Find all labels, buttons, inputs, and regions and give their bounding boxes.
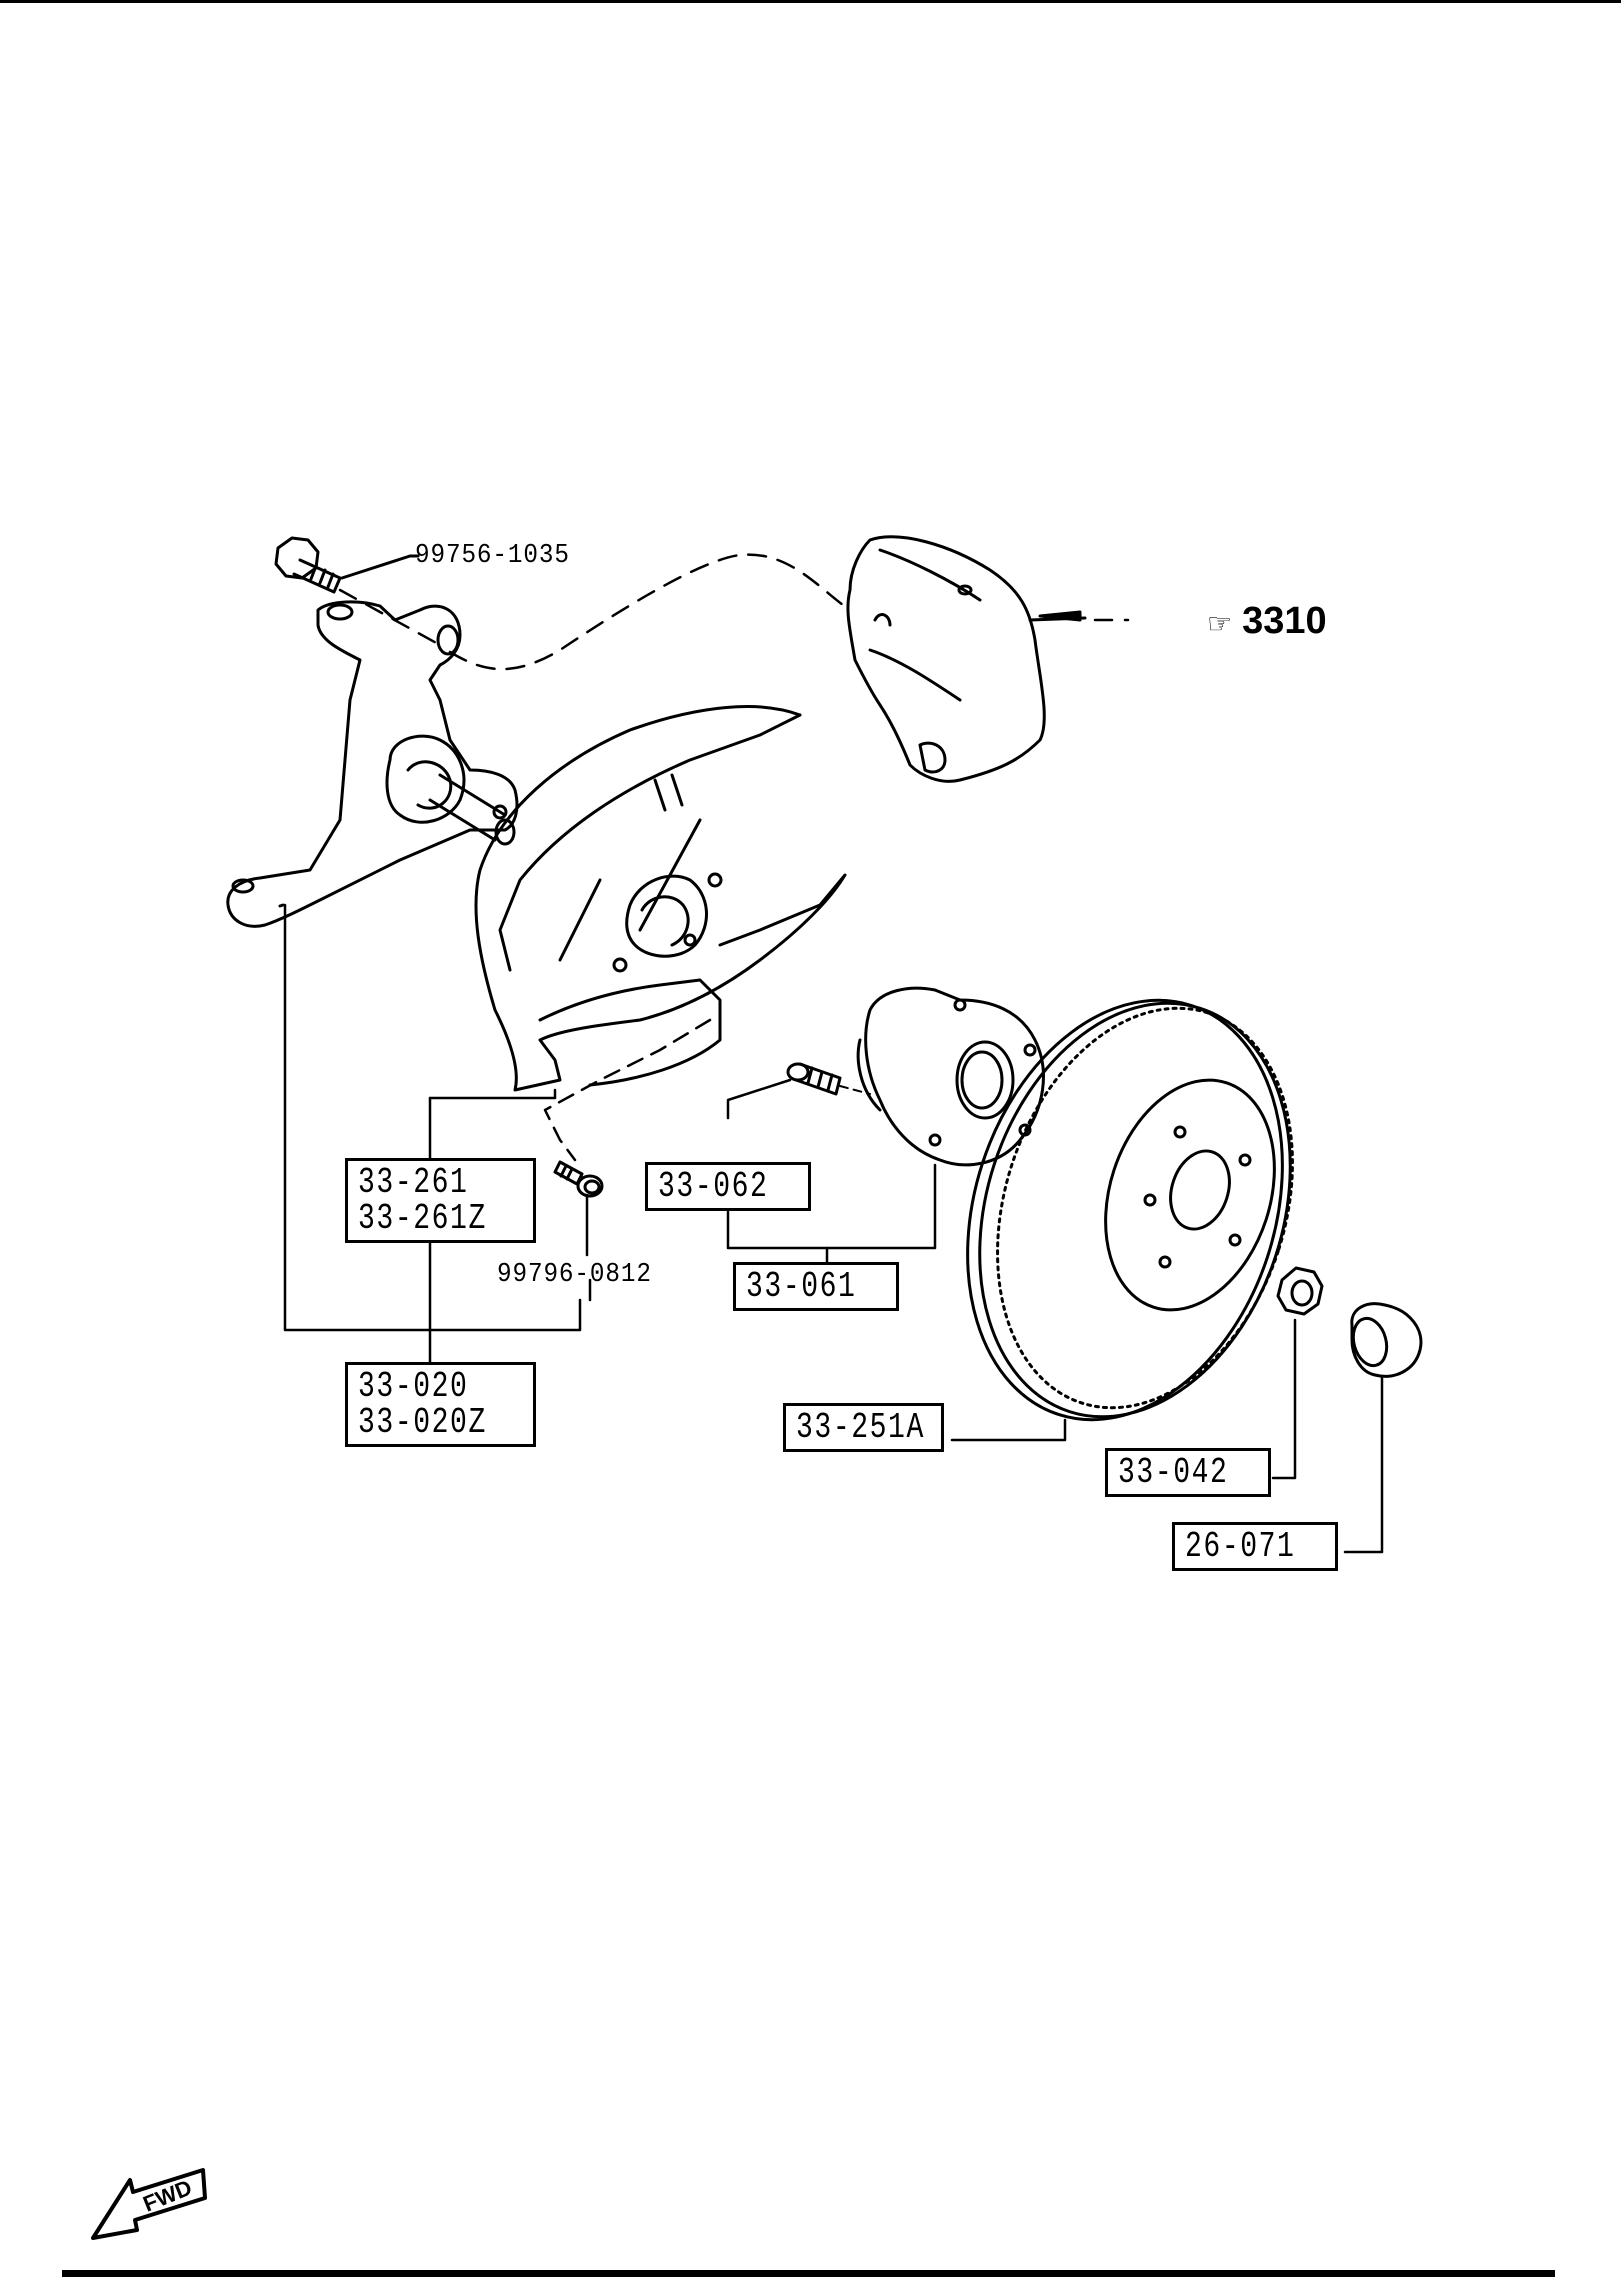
dust-cover-drawing xyxy=(474,705,847,1092)
knuckle-drawing xyxy=(226,600,519,928)
forward-direction-marker: FWD xyxy=(85,2150,215,2240)
callout-dust-cover[interactable]: 33-261 33-261Z xyxy=(345,1158,537,1243)
leader-lines xyxy=(283,903,1384,1554)
grease-cap-part-number: 26-071 xyxy=(1185,1526,1296,1567)
reference-section-link[interactable]: ☞ 3310 xyxy=(1207,600,1327,643)
callout-bolt-lower[interactable]: 99796-0812 xyxy=(497,1260,652,1290)
pointing-hand-icon: ☞ xyxy=(1207,608,1233,639)
callout-disc[interactable]: 33-251A xyxy=(783,1403,944,1452)
bottom-rule xyxy=(62,2270,1555,2277)
callout-knuckle[interactable]: 33-020 33-020Z xyxy=(345,1362,537,1447)
bolt-lower-drawing xyxy=(553,1160,604,1198)
forward-arrow-icon: FWD xyxy=(91,2168,207,2240)
knuckle-part-number: 33-020 xyxy=(358,1366,469,1407)
hub-bolt-part-number: 33-062 xyxy=(658,1166,769,1207)
top-rule xyxy=(0,0,1621,3)
knuckle-part-number-alt: 33-020Z xyxy=(358,1402,487,1443)
callout-lock-nut[interactable]: 33-042 xyxy=(1105,1448,1271,1497)
hub-bolt-drawing xyxy=(786,1062,871,1096)
callout-hub[interactable]: 33-061 xyxy=(733,1262,899,1311)
lock-nut-drawing xyxy=(1276,1266,1324,1316)
callout-hub-bolt[interactable]: 33-062 xyxy=(645,1162,811,1211)
reference-section-number: 3310 xyxy=(1242,600,1327,642)
assembly-dashed-line-caliper xyxy=(338,553,852,671)
lock-nut-part-number: 33-042 xyxy=(1118,1452,1229,1493)
dust-cover-part-number: 33-261 xyxy=(358,1162,469,1203)
disc-drawing xyxy=(966,998,1294,1422)
disc-part-number: 33-251A xyxy=(796,1407,925,1448)
caliper-drawing xyxy=(846,535,1046,783)
hub-part-number: 33-061 xyxy=(746,1266,857,1307)
callout-bolt-upper[interactable]: 99756-1035 xyxy=(415,541,570,571)
callout-grease-cap[interactable]: 26-071 xyxy=(1172,1522,1338,1571)
hub-drawing xyxy=(856,986,1045,1167)
bolt-upper-drawing xyxy=(274,536,420,594)
assembly-dashed-line-dust-cover xyxy=(543,1018,712,1162)
dust-cover-part-number-alt: 33-261Z xyxy=(358,1198,487,1239)
grease-cap-drawing xyxy=(1350,1302,1423,1378)
